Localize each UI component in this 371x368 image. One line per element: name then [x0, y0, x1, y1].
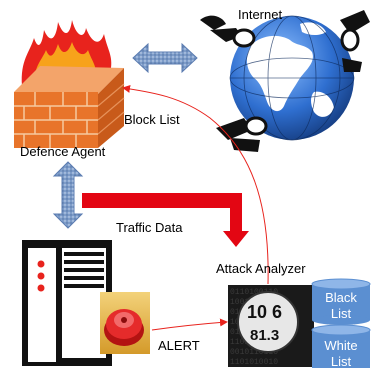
- whitelist-label-line1: White: [324, 338, 357, 353]
- server-rack-icon: [22, 240, 112, 366]
- defence-agent-label: Defence Agent: [20, 144, 106, 159]
- block-list-arrow: [122, 84, 269, 285]
- firewall-server-arrow: [52, 161, 84, 229]
- alert-arrow: [151, 318, 228, 331]
- analyzer-digits-1: 10: [247, 302, 267, 322]
- internet-label: Internet: [238, 7, 283, 22]
- alarm-button-icon: [100, 292, 150, 354]
- analyzer-digits-3: 81.3: [250, 327, 279, 344]
- whitelist-database-icon: White List: [311, 324, 371, 368]
- firewall-icon: [14, 20, 125, 148]
- svg-text:1101010010: 1101010010: [230, 358, 278, 367]
- svg-text:0010110110: 0010110110: [230, 348, 278, 357]
- whitelist-label-line2: List: [331, 354, 352, 368]
- blacklist-database-icon: Black List: [311, 278, 371, 325]
- traffic-data-arrow: [82, 193, 249, 247]
- blacklist-label-line1: Black: [325, 290, 357, 305]
- traffic-data-label: Traffic Data: [116, 220, 183, 235]
- blacklist-label-line2: List: [331, 306, 352, 321]
- svg-text:0110100110: 0110100110: [230, 288, 278, 297]
- internet-globe-icon: [200, 10, 370, 152]
- firewall-internet-arrow: [132, 42, 198, 74]
- block-list-label: Block List: [124, 112, 180, 127]
- attack-analyzer-label: Attack Analyzer: [216, 261, 306, 276]
- analyzer-digits-2: 6: [272, 302, 282, 322]
- alert-label: ALERT: [158, 338, 200, 353]
- analyzer-icon: 0110100110 1001011010 0110110001 1011001…: [228, 285, 314, 367]
